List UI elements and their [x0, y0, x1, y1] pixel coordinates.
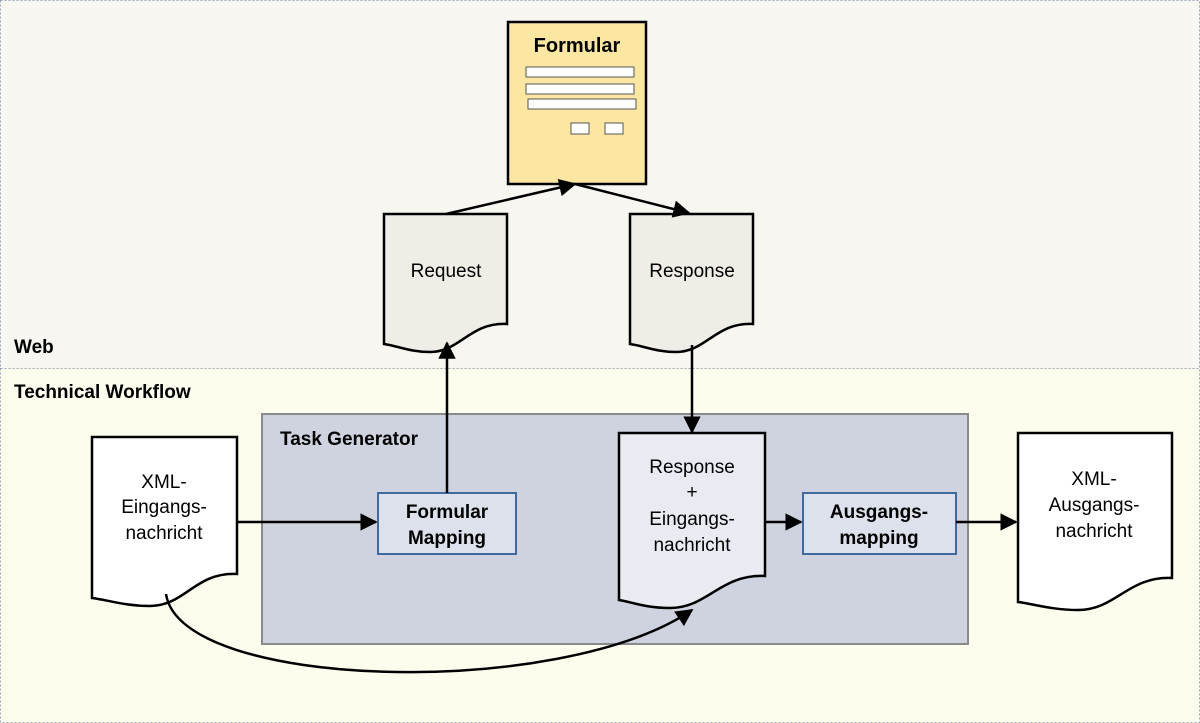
xml-input-document: XML- Eingangs- nachricht [90, 435, 239, 608]
xml-output-document: XML- Ausgangs- nachricht [1016, 431, 1174, 612]
merged-line-3: Eingangs- [649, 509, 735, 530]
arrow-request-to-form [445, 179, 577, 216]
merged-line-4: nachricht [653, 535, 731, 556]
form-field-3 [527, 98, 637, 110]
xml-output-line-2: Ausgangs- [1049, 495, 1140, 516]
formular-mapping-line-2: Mapping [408, 528, 486, 549]
form-button-1 [570, 122, 590, 135]
merged-line-1: Response [649, 457, 735, 478]
request-document: Request [382, 212, 509, 354]
xml-output-line-1: XML- [1071, 469, 1116, 490]
form-button-2 [604, 122, 624, 135]
task-generator-label: Task Generator [280, 429, 419, 450]
request-label: Request [411, 261, 482, 282]
arrow-form-to-response [574, 182, 691, 218]
formular-form: Formular [506, 20, 648, 186]
formular-mapping-line-1: Formular [406, 502, 489, 523]
xml-input-line-2: Eingangs- [121, 497, 207, 518]
xml-input-line-3: nachricht [125, 523, 203, 544]
workflow-lane-label: Technical Workflow [14, 382, 191, 403]
formular-title: Formular [534, 35, 621, 57]
response-document: Response [628, 212, 755, 354]
xml-input-line-1: XML- [141, 472, 186, 493]
ausgangs-mapping-process: Ausgangs- mapping [802, 492, 957, 555]
merged-line-2: + [686, 482, 697, 503]
web-lane-label: Web [14, 337, 54, 358]
formular-mapping-process: Formular Mapping [377, 492, 517, 555]
merged-response-document: Response + Eingangs- nachricht [617, 431, 767, 610]
form-field-1 [525, 66, 635, 78]
ausgangs-mapping-line-2: mapping [839, 528, 918, 549]
xml-output-line-3: nachricht [1055, 521, 1133, 542]
ausgangs-mapping-line-1: Ausgangs- [830, 502, 928, 523]
response-label: Response [649, 261, 735, 282]
arrow-input-to-merged-curve [164, 593, 694, 674]
form-field-2 [525, 83, 635, 95]
